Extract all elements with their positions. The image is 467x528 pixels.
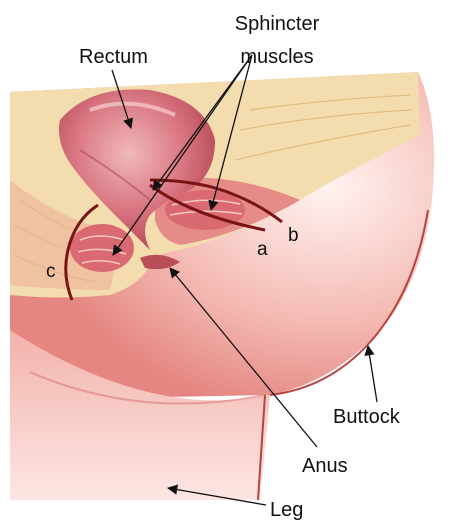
sphincter-muscle-left	[70, 224, 134, 272]
incision-label-a: a	[257, 240, 268, 259]
incision-label-c: c	[46, 262, 56, 281]
leg-label: Leg	[270, 500, 303, 520]
buttock-pointer	[368, 346, 377, 402]
sphincter-label-line1: Sphincter	[227, 14, 327, 34]
sphincter-label-line2: muscles	[227, 47, 327, 67]
anus-label: Anus	[302, 456, 348, 476]
buttock-label: Buttock	[333, 407, 400, 427]
incision-label-b: b	[288, 226, 299, 245]
rectum-label: Rectum	[79, 47, 148, 67]
